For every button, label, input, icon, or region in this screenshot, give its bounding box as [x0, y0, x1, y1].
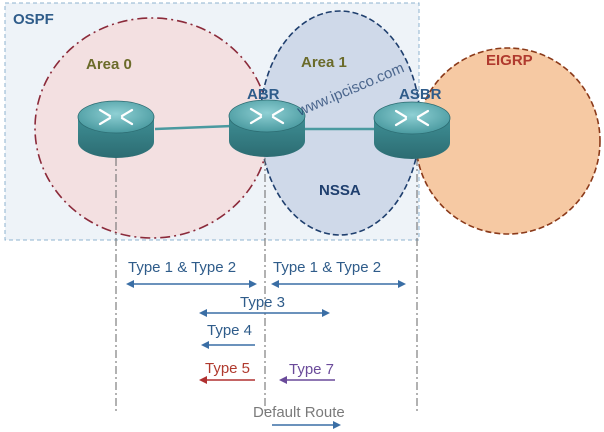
router-abr-icon [228, 99, 306, 157]
label-type3: Type 3 [240, 294, 285, 311]
label-type12-right: Type 1 & Type 2 [273, 259, 381, 276]
area1-label: Area 1 [301, 54, 347, 71]
asbr-label: ASBR [399, 86, 442, 103]
label-default-route: Default Route [253, 404, 345, 421]
label-type12-left: Type 1 & Type 2 [128, 259, 236, 276]
abr-label: ABR [247, 86, 280, 103]
label-type4: Type 4 [207, 322, 252, 339]
ospf-label: OSPF [13, 11, 54, 28]
label-type7: Type 7 [289, 361, 334, 378]
label-type5: Type 5 [205, 360, 250, 377]
area0-label: Area 0 [86, 56, 132, 73]
eigrp-label: EIGRP [486, 52, 533, 69]
router-asbr-icon [373, 101, 451, 159]
nssa-label: NSSA [319, 182, 361, 199]
router-area0-icon [77, 100, 155, 158]
link-area0-abr [154, 124, 233, 131]
